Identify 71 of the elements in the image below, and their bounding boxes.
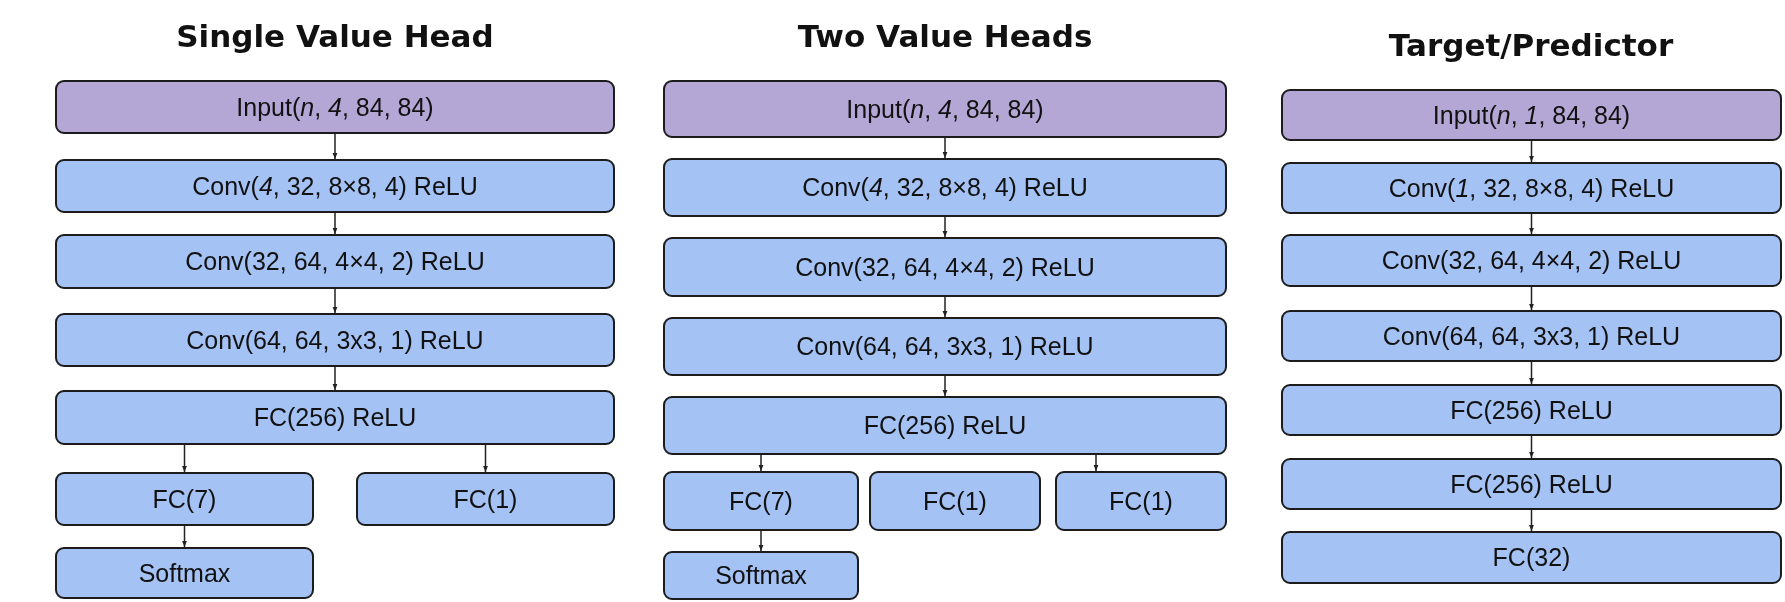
arrow	[483, 444, 488, 473]
arrow	[1529, 213, 1534, 235]
layer-box	[1281, 458, 1782, 510]
layer-box	[1281, 234, 1782, 287]
layer-label: FC(7)	[152, 484, 217, 514]
arrow	[942, 137, 948, 159]
layer-box	[663, 471, 859, 531]
layer-box	[1055, 471, 1227, 531]
layer-label: FC(256) ReLU	[863, 411, 1027, 440]
layer-label: Conv(64, 64, 3x3, 1) ReLU	[796, 332, 1094, 361]
layer-box	[1281, 162, 1782, 214]
arrow	[332, 288, 338, 314]
layer-label: FC(7)	[729, 486, 793, 516]
arrow	[182, 444, 187, 473]
layer-label: FC(1)	[923, 486, 987, 516]
layer-label: Input(n, 4, 84, 84)	[236, 92, 434, 122]
layer-box	[55, 472, 314, 526]
column-title: Single Value Head	[176, 18, 494, 54]
layer-label: Conv(4, 32, 8×8, 4) ReLU	[192, 171, 478, 201]
layer-label: Softmax	[138, 558, 231, 588]
arrow	[942, 296, 948, 318]
layer-box	[55, 159, 615, 213]
layer-label: Conv(64, 64, 3x3, 1) ReLU	[1382, 321, 1681, 351]
arrow	[332, 366, 338, 391]
layer-box	[869, 471, 1041, 531]
layer-box	[356, 472, 615, 526]
arrow	[1529, 140, 1534, 163]
arrow	[1529, 286, 1534, 311]
layer-box	[55, 547, 314, 599]
layer-label: Conv(1, 32, 8×8, 4) ReLU	[1388, 173, 1675, 203]
layer-label: Conv(32, 64, 4×4, 2) ReLU	[185, 247, 485, 276]
arrow	[1093, 454, 1099, 472]
arrow	[1529, 435, 1534, 459]
layer-box	[1281, 89, 1782, 141]
arrow	[332, 212, 338, 235]
arrow	[758, 454, 764, 472]
layer-box	[663, 80, 1227, 138]
layer-box	[55, 390, 615, 445]
layer-box	[663, 396, 1227, 455]
layer-box	[1281, 384, 1782, 436]
layer-box	[663, 317, 1227, 376]
arrow	[182, 525, 187, 548]
arrow	[758, 530, 764, 552]
arrow	[1529, 509, 1534, 532]
arrow	[332, 133, 338, 160]
layer-label: FC(256) ReLU	[1450, 469, 1613, 499]
arrow	[1529, 361, 1534, 385]
column-title: Two Value Heads	[797, 18, 1093, 54]
layer-label: FC(1)	[453, 484, 518, 514]
layer-box	[663, 551, 859, 600]
layer-label: Softmax	[715, 561, 807, 590]
layer-label: FC(256) ReLU	[253, 403, 417, 432]
layer-label: Conv(32, 64, 4×4, 2) ReLU	[1381, 246, 1682, 275]
layer-box	[55, 80, 615, 134]
layer-label: Input(n, 1, 84, 84)	[1432, 100, 1631, 130]
layer-box	[663, 237, 1227, 297]
layer-label: FC(1)	[1109, 486, 1173, 516]
layer-label: Conv(32, 64, 4×4, 2) ReLU	[795, 252, 1095, 282]
layer-label: FC(256) ReLU	[1450, 395, 1613, 425]
layer-box	[663, 158, 1227, 217]
arrow	[942, 375, 948, 397]
layer-box	[55, 234, 615, 289]
arrow	[942, 216, 948, 238]
layer-label: FC(32)	[1492, 543, 1571, 572]
layer-label: Conv(4, 32, 8×8, 4) ReLU	[802, 173, 1088, 202]
layer-box	[1281, 310, 1782, 362]
layer-label: Input(n, 4, 84, 84)	[846, 94, 1044, 124]
layer-box	[1281, 531, 1782, 584]
column-title: Target/Predictor	[1388, 27, 1674, 63]
layer-box	[55, 313, 615, 367]
layer-label: Conv(64, 64, 3x3, 1) ReLU	[186, 325, 484, 355]
